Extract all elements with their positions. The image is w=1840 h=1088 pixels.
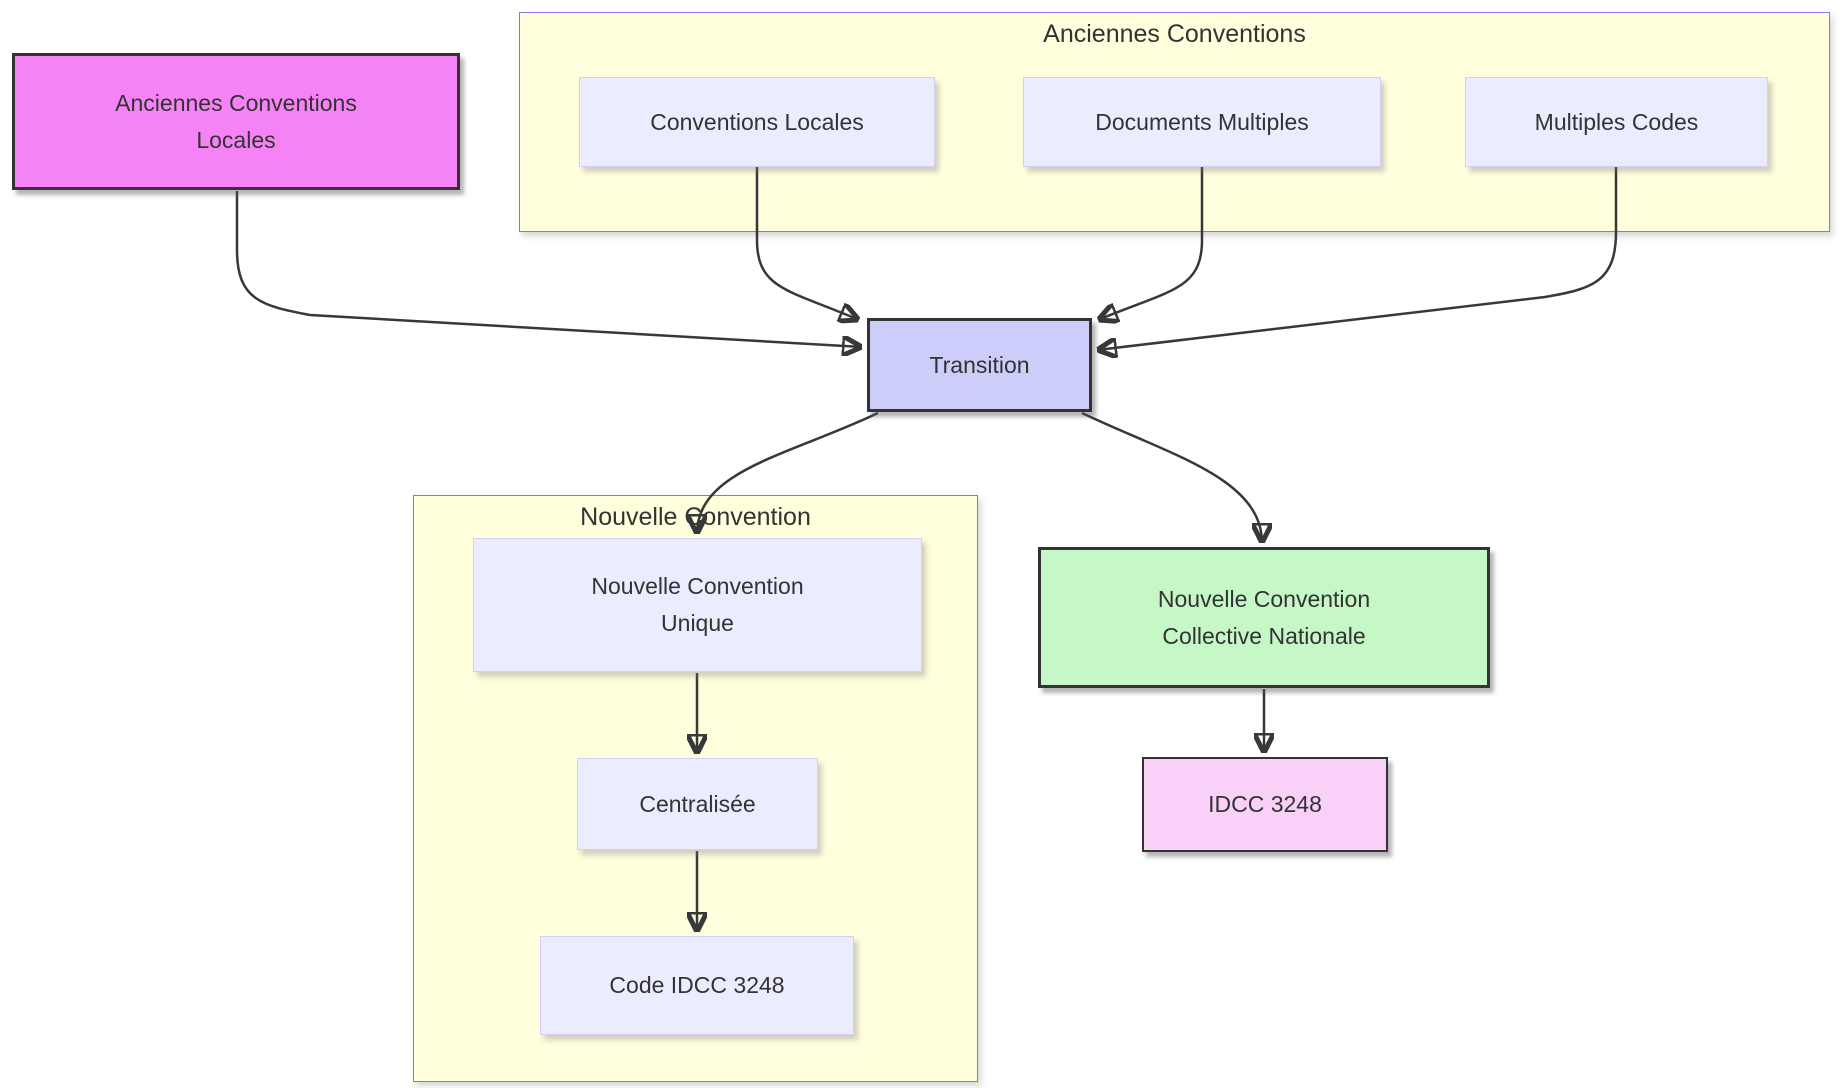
node-anciennes-conventions-locales: Anciennes Conventions Locales: [12, 53, 460, 190]
node-idcc-3248-label: IDCC 3248: [1208, 791, 1322, 818]
node-idcc-3248: IDCC 3248: [1142, 757, 1388, 852]
node-nouvelle-convention-unique-label: Nouvelle Convention Unique: [591, 573, 804, 636]
node-code-idcc-3248-label: Code IDCC 3248: [609, 972, 785, 999]
cluster-nouvelle-title: Nouvelle Convention: [580, 503, 811, 531]
cluster-anciennes-title: Anciennes Conventions: [1043, 20, 1306, 48]
node-documents-multiples-label: Documents Multiples: [1095, 108, 1309, 135]
node-transition: Transition: [867, 318, 1092, 412]
node-nouvelle-convention-unique: Nouvelle Convention Unique: [473, 538, 922, 672]
node-nouvelle-convention-collective-nationale-label: Nouvelle Convention Collective Nationale: [1157, 585, 1371, 649]
node-multiples-codes: Multiples Codes: [1465, 77, 1768, 167]
node-nouvelle-convention-collective-nationale: Nouvelle Convention Collective Nationale: [1038, 547, 1490, 688]
node-conventions-locales-label: Conventions Locales: [650, 108, 864, 135]
node-anciennes-conventions-locales-label: Anciennes Conventions Locales: [115, 89, 357, 153]
node-centralisee: Centralisée: [577, 758, 818, 850]
node-documents-multiples: Documents Multiples: [1023, 77, 1381, 167]
node-multiples-codes-label: Multiples Codes: [1534, 108, 1699, 135]
node-code-idcc-3248: Code IDCC 3248: [540, 936, 854, 1035]
node-conventions-locales: Conventions Locales: [579, 77, 935, 167]
node-centralisee-label: Centralisée: [639, 790, 756, 817]
node-transition-label: Transition: [929, 351, 1030, 378]
edge-transition-to-collective-nationale: [1081, 411, 1262, 543]
